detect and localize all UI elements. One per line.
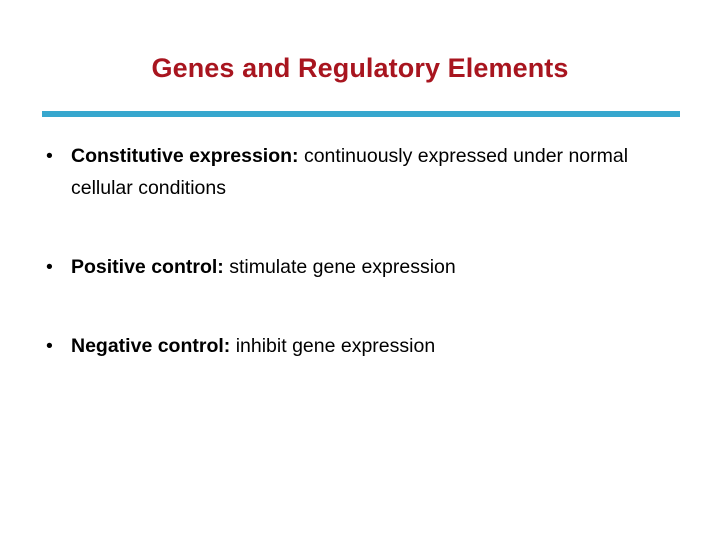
- title-divider-rule: [42, 111, 680, 117]
- bullet-point-icon: •: [46, 335, 53, 357]
- bullet-description: inhibit gene expression: [230, 335, 436, 357]
- page-title: Genes and Regulatory Elements: [151, 53, 569, 83]
- bullet-description: continuously expressed under normal cell…: [71, 145, 629, 199]
- list-item: • Positive control: stimulate gene expre…: [42, 251, 682, 283]
- bullet-term: Constitutive expression:: [71, 145, 299, 167]
- bullet-term: Positive control:: [71, 256, 224, 278]
- list-item: • Negative control: inhibit gene express…: [42, 330, 682, 362]
- bullet-term: Negative control:: [71, 335, 231, 357]
- list-item: • Constitutive expression: continuously …: [42, 140, 682, 204]
- bullet-description: stimulate gene expression: [223, 256, 456, 278]
- bullet-point-icon: •: [46, 145, 53, 167]
- bullet-point-icon: •: [46, 256, 53, 278]
- bullet-list: • Constitutive expression: continuously …: [42, 140, 682, 362]
